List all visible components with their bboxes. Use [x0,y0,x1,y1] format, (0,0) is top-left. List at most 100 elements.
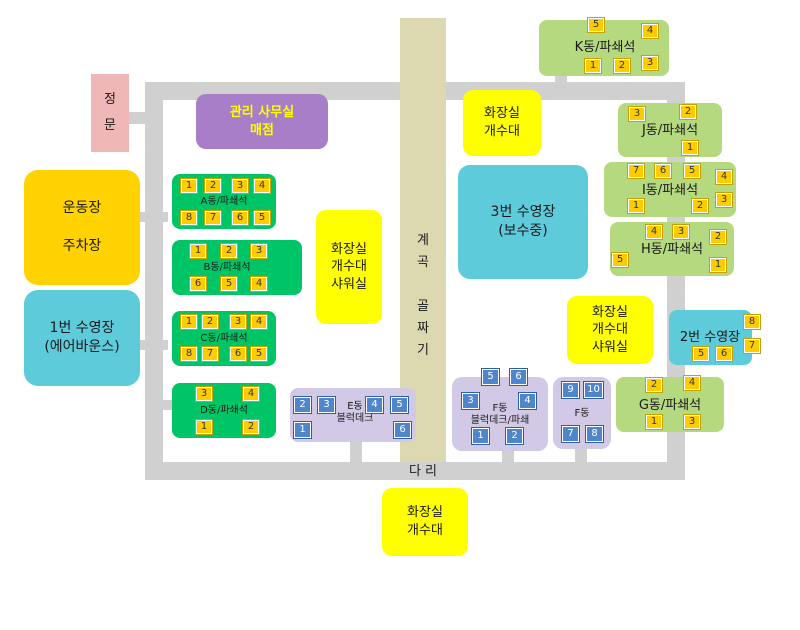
pool-1[interactable]: 1번 수영장 (에어바운스) [24,290,140,386]
site-k-5[interactable]: 5 [587,17,605,33]
zone-f-deck-label: F동 블럭데크/파쇄 [470,403,530,426]
site-c-5[interactable]: 5 [250,346,268,362]
site-k-3[interactable]: 3 [641,55,659,71]
site-f-9[interactable]: 9 [561,381,580,399]
site-f-10[interactable]: 10 [583,381,604,399]
road-spur-3 [155,400,175,410]
site-i-4[interactable]: 4 [715,169,733,185]
site-c-3[interactable]: 3 [229,314,247,330]
zone-c-label: C동/파쇄석 [200,333,248,344]
site-h-2[interactable]: 2 [709,229,727,245]
zone-d-label: D동/파쇄석 [200,405,248,416]
site-f-3[interactable]: 3 [461,392,480,410]
site-h-3[interactable]: 3 [672,224,690,240]
site-pool2-8[interactable]: 8 [743,314,761,330]
site-b-2[interactable]: 2 [220,243,238,259]
site-c-6[interactable]: 6 [229,346,247,362]
site-k-1[interactable]: 1 [584,58,602,74]
site-h-1[interactable]: 1 [709,257,727,273]
site-f-2[interactable]: 2 [505,427,524,445]
zone-a-label: A동/파쇄석 [200,196,248,207]
site-e-1[interactable]: 1 [293,421,312,439]
site-a-5[interactable]: 5 [253,210,271,226]
site-k-2[interactable]: 2 [613,58,631,74]
site-f-4[interactable]: 4 [518,392,537,410]
site-h-4[interactable]: 4 [645,224,663,240]
site-k-4[interactable]: 4 [641,23,659,39]
site-f-1[interactable]: 1 [471,427,490,445]
zone-k-label: K동/파쇄석 [574,40,636,55]
site-c-2[interactable]: 2 [201,314,219,330]
site-e-5[interactable]: 5 [390,396,409,414]
site-i-3[interactable]: 3 [715,192,733,208]
zone-f-deck[interactable] [452,377,548,451]
restroom-shower-right[interactable]: 화장실 개수대 샤워실 [567,296,653,364]
site-b-5[interactable]: 5 [220,276,238,292]
site-b-3[interactable]: 3 [250,243,268,259]
site-b-6[interactable]: 6 [189,276,207,292]
bridge[interactable] [395,462,451,480]
site-b-1[interactable]: 1 [189,243,207,259]
zone-g-label: G동/파쇄석 [638,398,702,413]
site-g-1[interactable]: 1 [645,414,663,430]
site-d-2[interactable]: 2 [242,419,260,435]
site-e-2[interactable]: 2 [293,396,312,414]
site-a-1[interactable]: 1 [180,178,198,194]
road-spur-5 [502,448,514,466]
site-pool2-7[interactable]: 7 [743,338,761,354]
site-c-8[interactable]: 8 [180,346,198,362]
site-f-6[interactable]: 6 [509,368,528,386]
zone-f-label: F동 [574,408,590,419]
main-gate[interactable]: 정 문 [91,74,129,152]
site-b-4[interactable]: 4 [250,276,268,292]
site-i-1[interactable]: 1 [627,198,645,214]
site-f-5[interactable]: 5 [481,368,500,386]
site-i-6[interactable]: 6 [654,163,672,179]
site-h-5[interactable]: 5 [611,252,629,268]
site-pool2-6[interactable]: 6 [715,346,733,362]
restroom-bottom[interactable]: 화장실 개수대 [382,488,468,556]
zone-h-label: H동/파쇄석 [641,242,703,257]
site-d-3[interactable]: 3 [195,386,213,402]
road-spur-4 [350,440,362,465]
zone-g[interactable] [616,377,724,432]
site-i-5[interactable]: 5 [683,163,701,179]
pool-3[interactable]: 3번 수영장 (보수중) [458,165,588,279]
site-c-1[interactable]: 1 [180,314,198,330]
site-a-2[interactable]: 2 [204,178,222,194]
site-e-4[interactable]: 4 [365,396,384,414]
site-d-1[interactable]: 1 [195,419,213,435]
site-i-2[interactable]: 2 [691,198,709,214]
site-a-6[interactable]: 6 [231,210,249,226]
management-office[interactable]: 관리 사무실 매점 [196,94,328,149]
site-j-2[interactable]: 2 [679,104,697,120]
site-a-8[interactable]: 8 [180,210,198,226]
site-a-4[interactable]: 4 [253,178,271,194]
site-a-7[interactable]: 7 [204,210,222,226]
zone-e-label: E동 블럭데크 [336,401,374,424]
site-g-2[interactable]: 2 [645,377,663,393]
zone-j-label: J동/파쇄석 [641,123,699,138]
site-i-7[interactable]: 7 [627,163,645,179]
site-c-4[interactable]: 4 [250,314,268,330]
pool-2[interactable] [669,310,752,365]
site-g-3[interactable]: 3 [683,414,701,430]
site-j-1[interactable]: 1 [681,140,699,156]
site-j-3[interactable]: 3 [628,106,646,122]
sports-field-parking[interactable]: 운동장 주차장 [24,170,140,285]
pool-2-label: 2번 수영장 [679,330,741,345]
site-f-7[interactable]: 7 [561,425,580,443]
site-e-6[interactable]: 6 [393,421,412,439]
site-e-3[interactable]: 3 [317,396,336,414]
road-spur-6 [575,448,587,466]
road-spur-2 [128,340,168,350]
site-g-4[interactable]: 4 [683,375,701,391]
restroom-shower-middle[interactable]: 화장실 개수대 샤워실 [316,210,382,324]
restroom-top[interactable]: 화장실 개수대 [463,90,541,156]
site-d-4[interactable]: 4 [242,386,260,402]
site-f-8[interactable]: 8 [585,425,604,443]
site-c-7[interactable]: 7 [201,346,219,362]
site-a-3[interactable]: 3 [231,178,249,194]
road-spur-1 [128,212,168,222]
site-pool2-5[interactable]: 5 [692,346,710,362]
